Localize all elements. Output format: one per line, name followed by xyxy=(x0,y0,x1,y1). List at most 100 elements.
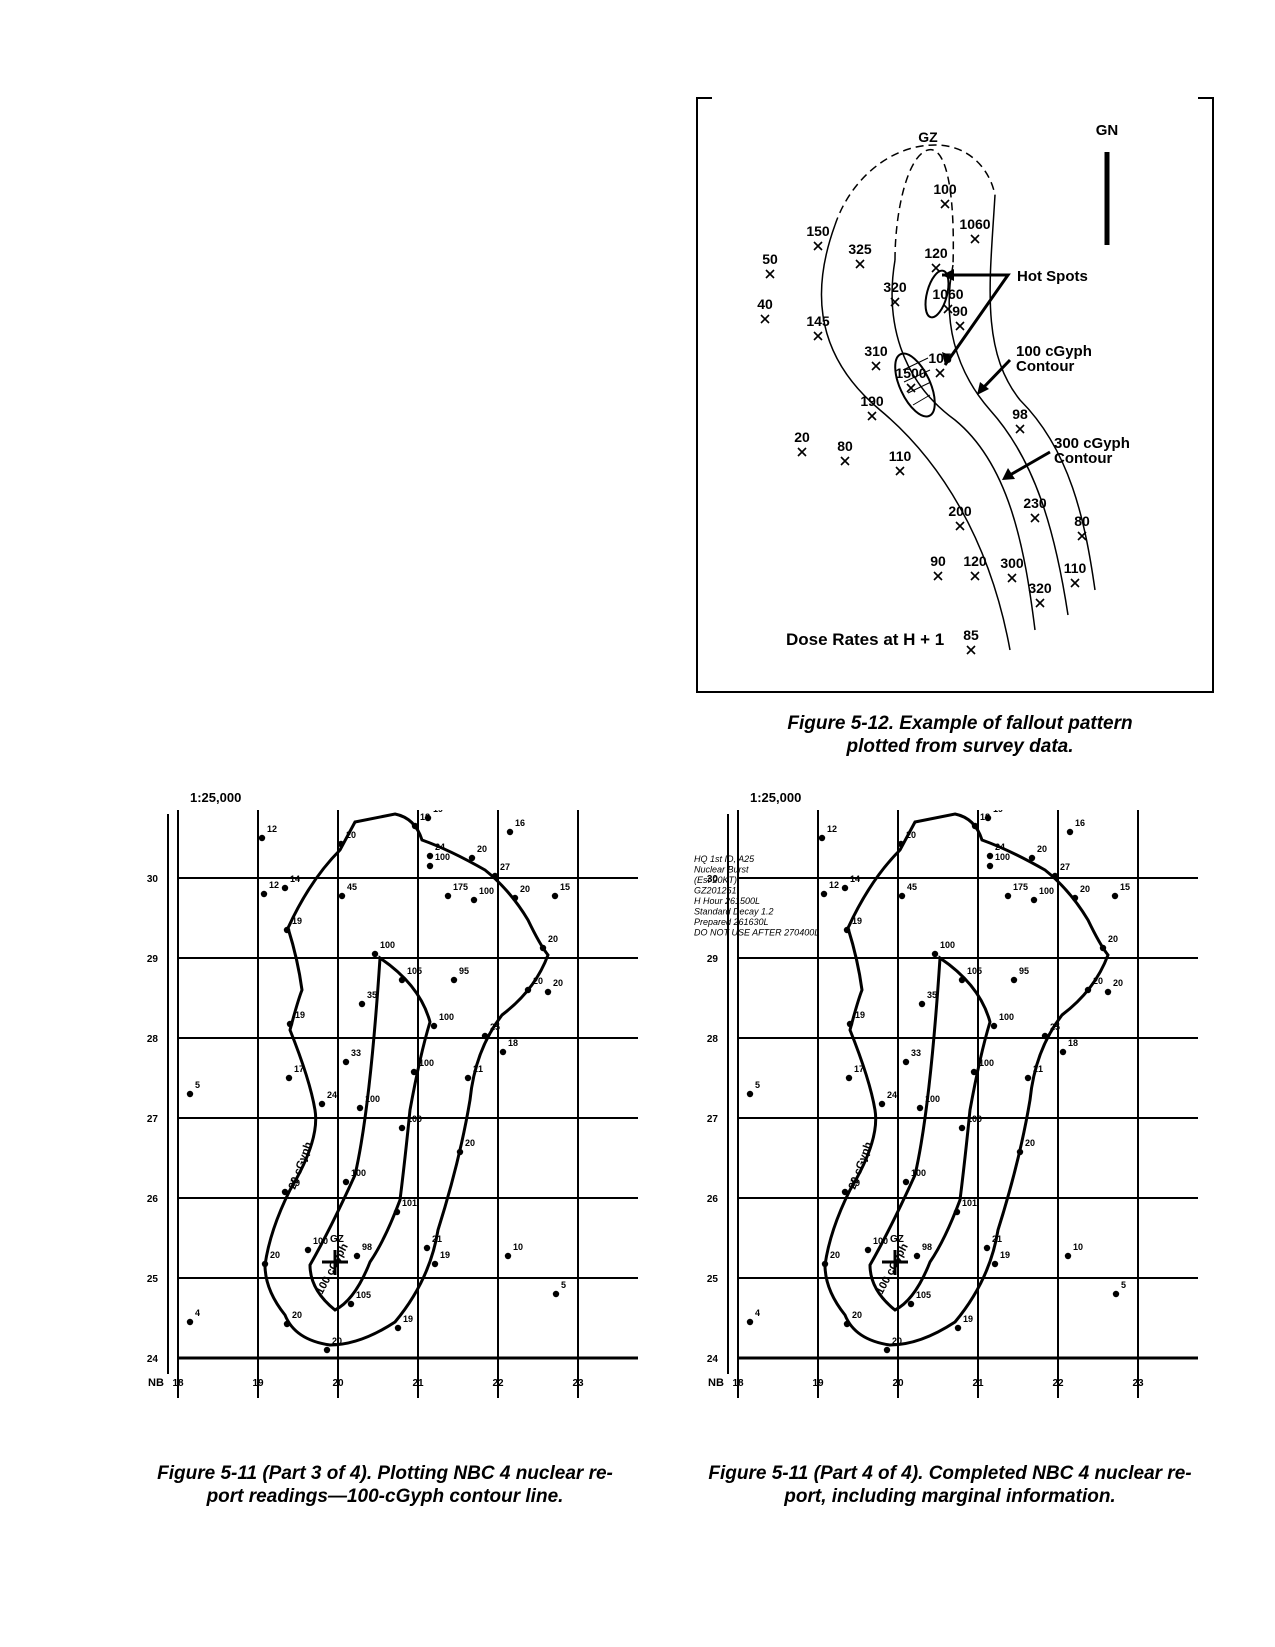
report-dot-icon xyxy=(902,1058,910,1066)
report-dot-icon xyxy=(323,1346,331,1354)
report-point: 100 xyxy=(410,1058,434,1076)
caption-line-1: Figure 5-11 (Part 3 of 4). Plotting NBC … xyxy=(157,1463,613,1484)
easting-label: 21 xyxy=(412,1378,424,1389)
report-point: 18 xyxy=(1059,1038,1078,1056)
northing-label: 24 xyxy=(147,1354,159,1365)
report-dot-icon xyxy=(883,1346,891,1354)
report-value: 19 xyxy=(850,1178,860,1188)
report-dot-icon xyxy=(551,892,559,900)
report-point: 95 xyxy=(450,966,469,984)
report-value: 21 xyxy=(432,1234,442,1244)
northing-label: 25 xyxy=(147,1274,159,1285)
report-point: 100 xyxy=(430,1012,454,1030)
report-point: 100 xyxy=(304,1236,328,1254)
report-value: 100 xyxy=(439,1012,454,1022)
report-value: 100 xyxy=(999,1012,1014,1022)
report-value: 20 xyxy=(553,978,563,988)
reading-mark-icon xyxy=(1035,598,1045,608)
report-value: 17 xyxy=(294,1064,304,1074)
reading-mark-icon xyxy=(970,571,980,581)
report-dot-icon xyxy=(283,1320,291,1328)
nbc4-plot-map-3: 3130292827262524181920212223NB20 cGyph10… xyxy=(147,790,638,1398)
report-dot-icon xyxy=(552,1290,560,1298)
report-dot-icon xyxy=(846,1020,854,1028)
report-point: 19 xyxy=(841,1178,860,1196)
reading-mark-icon xyxy=(1007,573,1017,583)
contour-300-label-line2: Contour xyxy=(1054,450,1112,467)
survey-reading: 90 xyxy=(952,303,968,331)
report-value: 100 xyxy=(911,1168,926,1178)
report-dot-icon xyxy=(394,1324,402,1332)
report-dot-icon xyxy=(426,852,434,860)
report-value: 19 xyxy=(855,1010,865,1020)
report-value: 45 xyxy=(907,882,917,892)
report-value: 101 xyxy=(962,1198,977,1208)
caption-line-2: port readings—100-cGyph contour line. xyxy=(206,1486,564,1507)
marginal-line: H Hour 261500L xyxy=(694,896,760,906)
report-point: 24 xyxy=(878,1090,897,1108)
report-dot-icon xyxy=(258,834,266,842)
reading-value: 40 xyxy=(757,296,773,312)
report-value: 14 xyxy=(850,874,860,884)
northing-label: 28 xyxy=(707,1034,719,1045)
survey-reading: 320 xyxy=(883,279,907,307)
report-point: 20 xyxy=(1028,844,1047,862)
contour-100-label-line1: 100 cGyph xyxy=(1016,343,1092,360)
report-value: 5 xyxy=(561,1280,566,1290)
report-value: 19 xyxy=(295,1010,305,1020)
report-point: 5 xyxy=(1112,1280,1126,1298)
report-dot-icon xyxy=(524,986,532,994)
reading-mark-icon xyxy=(765,269,775,279)
report-dot-icon xyxy=(304,1246,312,1254)
report-value: 18 xyxy=(508,1038,518,1048)
reading-value: 85 xyxy=(963,627,979,643)
report-dot-icon xyxy=(504,1252,512,1260)
report-value: 100 xyxy=(380,940,395,950)
report-dot-icon xyxy=(746,1090,754,1098)
easting-label: 18 xyxy=(172,1378,184,1389)
reading-value: 80 xyxy=(1074,513,1090,529)
report-value: 4 xyxy=(755,1308,760,1318)
report-dot-icon xyxy=(511,894,519,902)
report-dot-icon xyxy=(1064,1252,1072,1260)
report-dot-icon xyxy=(186,1090,194,1098)
report-point: 20 xyxy=(821,1250,840,1268)
survey-reading: 40 xyxy=(757,296,773,324)
report-dot-icon xyxy=(481,1032,489,1040)
report-dot-icon xyxy=(353,1252,361,1260)
report-value: 12 xyxy=(269,880,279,890)
survey-reading: 120 xyxy=(963,553,987,581)
report-point: 105 xyxy=(958,966,982,984)
report-value: 33 xyxy=(351,1048,361,1058)
report-value: 35 xyxy=(927,990,937,1000)
report-value: 175 xyxy=(453,882,468,892)
report-point: 5 xyxy=(552,1280,566,1298)
report-point: 100 xyxy=(931,940,955,958)
report-value: 105 xyxy=(407,966,422,976)
report-value: 105 xyxy=(967,966,982,976)
report-value: 20 xyxy=(1093,976,1103,986)
northing-label: 29 xyxy=(707,954,719,965)
report-dot-icon xyxy=(281,1188,289,1196)
report-point: 19 xyxy=(283,916,302,934)
caption-line-2: plotted from survey data. xyxy=(846,736,1074,757)
report-value: 100 xyxy=(351,1168,366,1178)
report-dot-icon xyxy=(281,884,289,892)
report-point: 100 xyxy=(902,1168,926,1186)
report-dot-icon xyxy=(818,834,826,842)
report-value: 15 xyxy=(560,882,570,892)
reading-value: 230 xyxy=(1023,495,1047,511)
report-dot-icon xyxy=(1016,1148,1024,1156)
report-value: 24 xyxy=(327,1090,337,1100)
nb-prefix: NB xyxy=(148,1377,164,1389)
reading-mark-icon xyxy=(867,411,877,421)
reading-mark-icon xyxy=(955,321,965,331)
survey-reading: 120 xyxy=(924,245,948,273)
easting-label: 21 xyxy=(972,1378,984,1389)
hot-spots-label: Hot Spots xyxy=(1017,268,1088,285)
survey-reading: 90 xyxy=(930,553,946,581)
report-value: 19 xyxy=(290,1178,300,1188)
reading-value: 90 xyxy=(952,303,968,319)
nb-prefix: NB xyxy=(708,1377,724,1389)
report-value: 100 xyxy=(995,852,1010,862)
